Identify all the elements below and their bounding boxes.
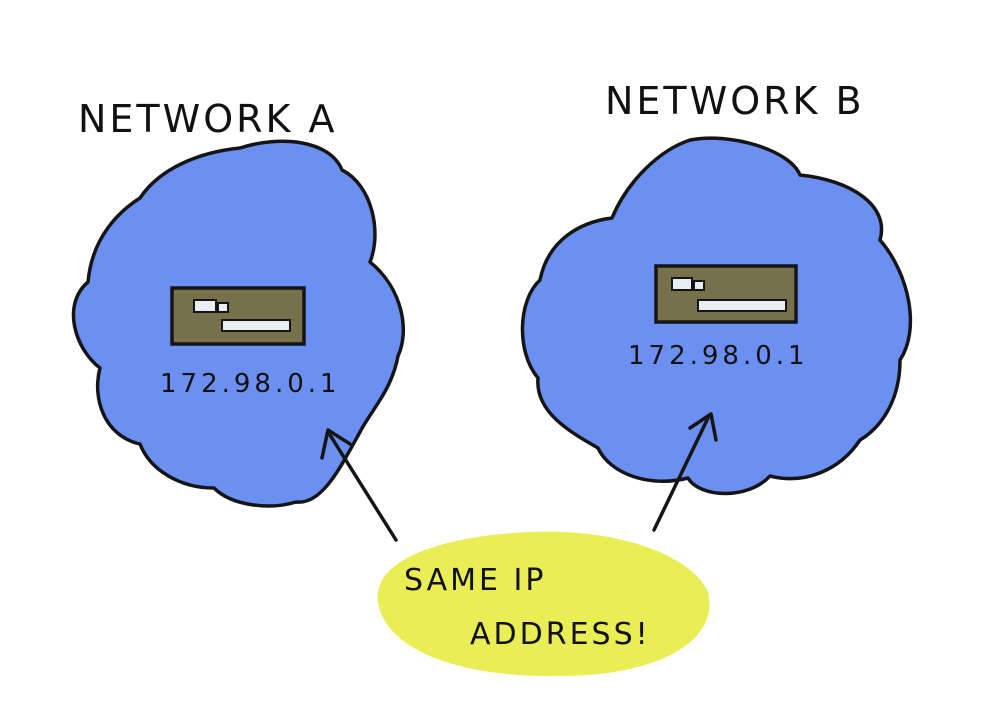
network-b-title: NETWORK B bbox=[605, 79, 865, 123]
router-icon bbox=[654, 264, 798, 324]
arrow-icon bbox=[320, 428, 398, 542]
network-a-group: NETWORK A 172.98.0.1 bbox=[71, 97, 406, 508]
router-icon bbox=[170, 286, 306, 346]
callout-line-1: SAME IP bbox=[404, 563, 546, 598]
network-b-ip: 172.98.0.1 bbox=[628, 341, 809, 371]
network-b-group: NETWORK B 172.98.0.1 bbox=[520, 79, 913, 496]
callout-line-2: ADDRESS! bbox=[470, 617, 651, 652]
network-a-ip: 172.98.0.1 bbox=[160, 369, 341, 399]
callout-bubble: SAME IP ADDRESS! bbox=[377, 531, 710, 677]
arrow-icon bbox=[652, 412, 718, 532]
network-a-title: NETWORK A bbox=[78, 97, 338, 141]
